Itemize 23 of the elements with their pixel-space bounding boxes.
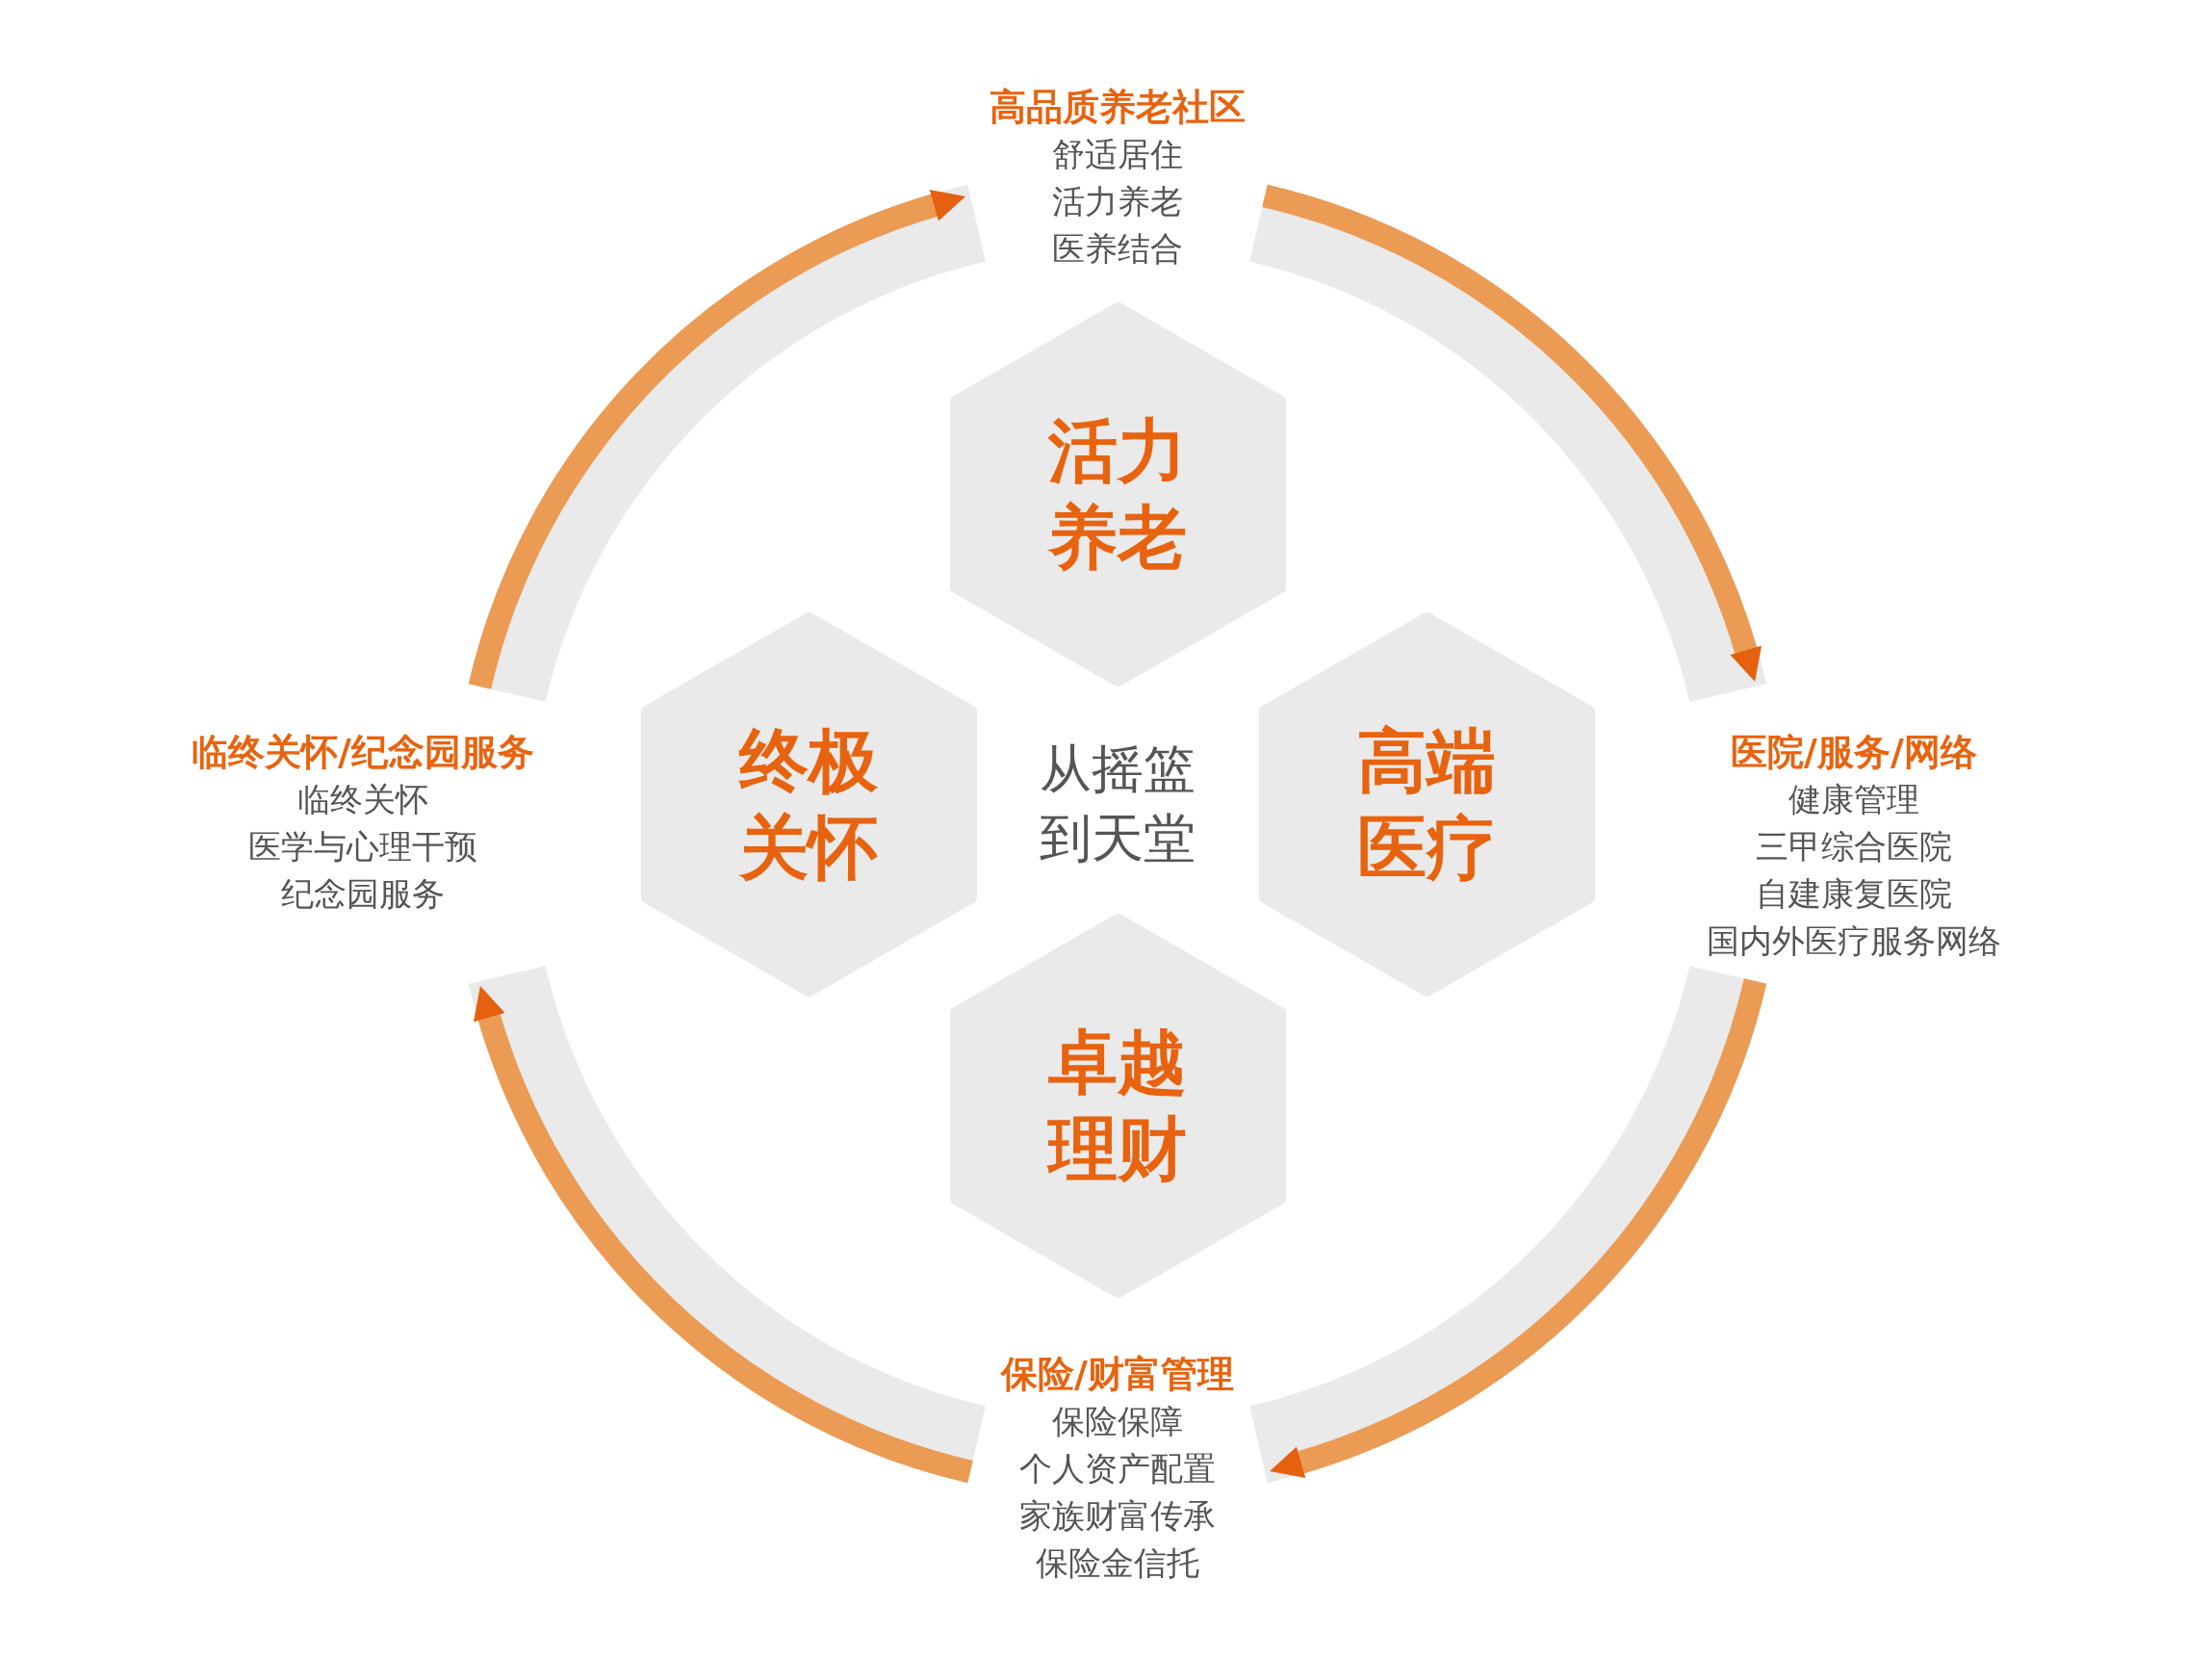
section-heading: 高品质养老社区 [990,85,1246,130]
list-item: 舒适居住 [1052,134,1183,175]
list-item: 活力养老 [1052,181,1183,222]
hexagon-label: 活力养老 [1046,409,1188,580]
list-item: 保险保障 [1052,1401,1183,1442]
list-item: 个人资产配置 [1019,1448,1216,1490]
list-item: 临终关怀 [297,779,428,820]
list-item: 国内外医疗服务网络 [1707,920,2001,962]
list-item: 家族财富传承 [1019,1495,1216,1537]
list-item: 医学与心理干预 [248,826,477,868]
section-heading: 医院/服务/网络 [1731,730,1977,775]
list-item: 自建康复医院 [1756,873,1952,915]
center-text: 从摇篮到天堂 [1039,738,1196,870]
list-item: 健康管理 [1788,779,1919,820]
hexagon-label: 终极关怀 [737,719,879,890]
hexagon-label: 卓越理财 [1046,1021,1188,1191]
list-item: 三甲综合医院 [1756,826,1952,868]
list-item: 保险金信托 [1036,1542,1199,1584]
section-heading: 临终关怀/纪念园服务 [192,730,534,775]
hexagon-label: 高端医疗 [1356,719,1497,890]
list-item: 纪念园服务 [281,873,445,915]
section-heading: 保险/财富管理 [1001,1352,1234,1397]
list-item: 医养结合 [1052,228,1183,270]
